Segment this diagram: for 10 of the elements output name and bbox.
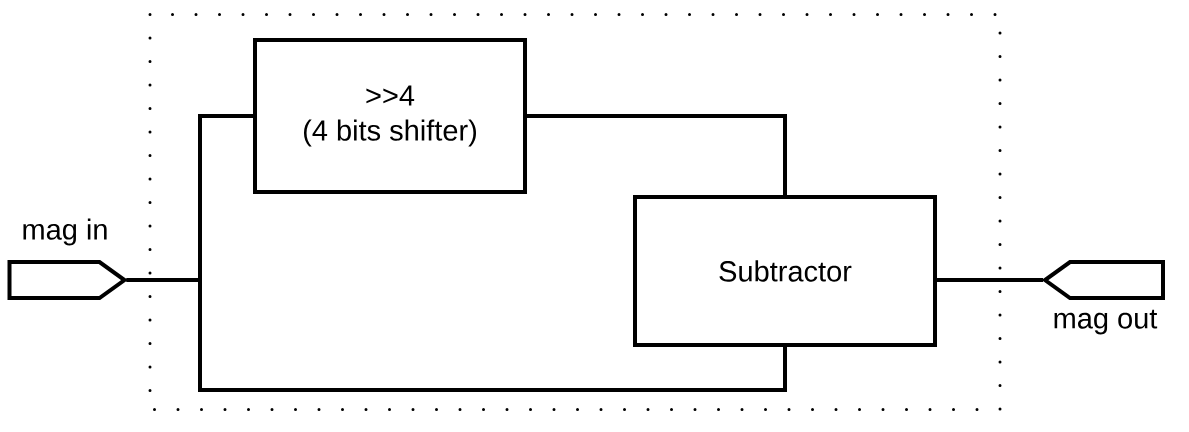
port-label: mag in [23, 218, 107, 246]
connector-line [527, 114, 787, 195]
port-symbol [7, 260, 128, 300]
block-box: Subtractor [633, 195, 937, 347]
port-label: mag out [1054, 309, 1158, 335]
dotted-boundary [148, 13, 1002, 411]
connector-line [126, 278, 787, 392]
port-symbol [1041, 260, 1165, 300]
connector-line [937, 278, 1043, 282]
block-box: >>4 (4 bits shifter) [253, 38, 527, 194]
